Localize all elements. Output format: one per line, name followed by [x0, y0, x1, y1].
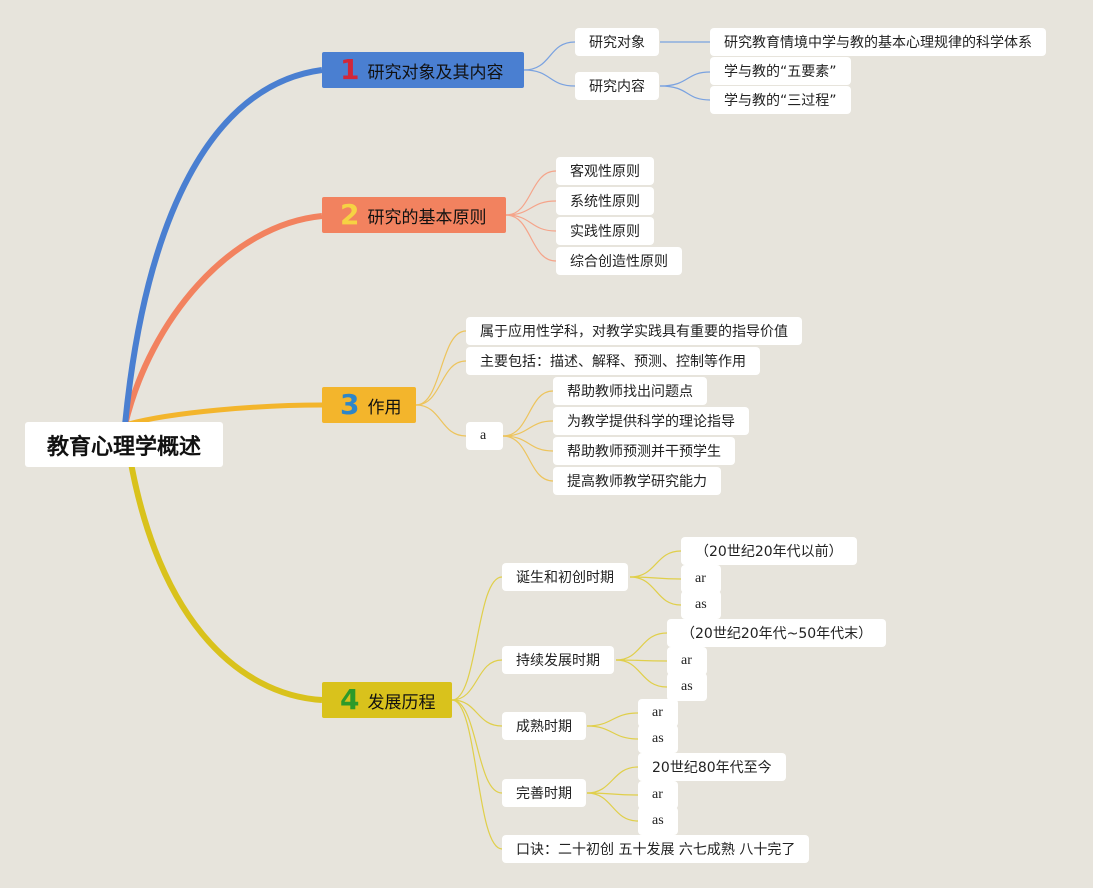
connector-branch-4 — [122, 424, 323, 703]
node-systematic-principle[interactable]: 系统性原则 — [556, 187, 654, 215]
branch-1-number: 1 — [340, 53, 360, 86]
node-development-as[interactable]: as — [667, 673, 707, 701]
branch-4-number: 4 — [340, 683, 360, 716]
node-birth-period-time[interactable]: （20世纪20年代以前） — [681, 537, 857, 565]
node-research-object[interactable]: 研究对象 — [575, 28, 659, 56]
branch-2-number: 2 — [340, 198, 360, 231]
node-a[interactable]: a — [466, 422, 503, 450]
node-practice-principle[interactable]: 实践性原则 — [556, 217, 654, 245]
node-five-elements[interactable]: 学与教的“五要素” — [710, 57, 851, 85]
node-mnemonic[interactable]: 口诀：二十初创 五十发展 六七成熟 八十完了 — [502, 835, 810, 863]
branch-3-title: 作用 — [367, 397, 402, 418]
node-three-processes[interactable]: 学与教的“三过程” — [710, 86, 851, 114]
node-development-period-time[interactable]: （20世纪20年代~50年代末） — [667, 619, 887, 647]
node-perfection-ar[interactable]: ar — [638, 781, 678, 809]
node-mature-ar[interactable]: ar — [638, 699, 678, 727]
connector-branch-2 — [122, 213, 323, 426]
node-research-object-definition[interactable]: 研究教育情境中学与教的基本心理规律的科学体系 — [710, 28, 1046, 56]
node-perfection-as[interactable]: as — [638, 807, 678, 835]
branch-2-title: 研究的基本原则 — [367, 207, 487, 228]
node-perfection-period-time[interactable]: 20世纪80年代至今 — [638, 753, 786, 781]
node-creativity-principle[interactable]: 综合创造性原则 — [556, 247, 682, 275]
branch-2-topic[interactable]: 2 研究的基本原则 — [322, 197, 506, 233]
branch-4-topic[interactable]: 4 发展历程 — [322, 682, 452, 718]
node-development-period[interactable]: 持续发展时期 — [502, 646, 614, 674]
node-birth-ar[interactable]: ar — [681, 565, 721, 593]
node-mature-period[interactable]: 成熟时期 — [502, 712, 586, 740]
node-objectivity-principle[interactable]: 客观性原则 — [556, 157, 654, 185]
node-mature-as[interactable]: as — [638, 725, 678, 753]
connector-branch-1 — [122, 67, 323, 426]
connector-branch-3 — [124, 402, 323, 428]
node-birth-as[interactable]: as — [681, 591, 721, 619]
node-find-problems[interactable]: 帮助教师找出问题点 — [553, 377, 707, 405]
branch-3-number: 3 — [340, 388, 360, 421]
branch-1-topic[interactable]: 1 研究对象及其内容 — [322, 52, 524, 88]
node-birth-period[interactable]: 诞生和初创时期 — [502, 563, 628, 591]
branch-3-topic[interactable]: 3 作用 — [322, 387, 416, 423]
branch-1-title: 研究对象及其内容 — [367, 62, 504, 83]
node-theory-guidance[interactable]: 为教学提供科学的理论指导 — [553, 407, 749, 435]
node-predict-intervene[interactable]: 帮助教师预测并干预学生 — [553, 437, 735, 465]
root-topic[interactable]: 教育心理学概述 — [25, 422, 223, 467]
node-research-ability[interactable]: 提高教师教学研究能力 — [553, 467, 721, 495]
node-perfection-period[interactable]: 完善时期 — [502, 779, 586, 807]
node-applied-discipline[interactable]: 属于应用性学科，对教学实践具有重要的指导价值 — [466, 317, 802, 345]
node-main-functions[interactable]: 主要包括：描述、解释、预测、控制等作用 — [466, 347, 760, 375]
node-development-ar[interactable]: ar — [667, 647, 707, 675]
branch-4-title: 发展历程 — [367, 692, 436, 713]
node-research-content[interactable]: 研究内容 — [575, 72, 659, 100]
